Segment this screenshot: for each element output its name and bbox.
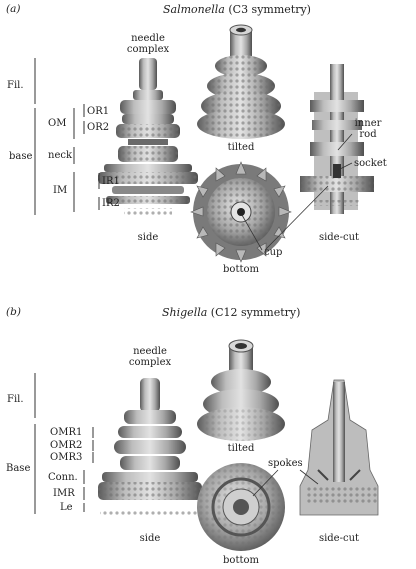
label-omr2: OMR2 <box>50 440 83 451</box>
label-im: IM <box>53 185 68 196</box>
label-or1: OR1 <box>87 106 110 117</box>
salmonella-brackets <box>34 58 100 215</box>
label-needle-b: needle <box>133 346 167 357</box>
shigella-bottom-render <box>197 463 285 551</box>
label-inner: inner <box>354 118 382 129</box>
shigella-sidecut-render <box>299 379 379 516</box>
label-socket: socket <box>354 158 387 169</box>
salmonella-pointers <box>241 133 353 251</box>
label-base-a: base <box>9 151 33 162</box>
label-omr3: OMR3 <box>50 452 83 463</box>
panel-a-organism: Salmonella <box>163 3 225 16</box>
shigella-side-render <box>98 378 202 516</box>
label-ir2: IR2 <box>102 198 120 209</box>
label-neck: neck <box>48 150 73 161</box>
shigella-brackets <box>34 373 94 514</box>
salmonella-sidecut-render <box>300 64 374 214</box>
label-imr: IMR <box>53 488 75 499</box>
label-rod: rod <box>359 129 377 140</box>
shigella-tilted-render <box>197 339 285 441</box>
label-complex-a: complex <box>126 44 170 55</box>
label-bottom-b: bottom <box>223 555 259 566</box>
label-tilted-a: tilted <box>227 142 255 153</box>
panel-b-letter: (b) <box>6 306 21 318</box>
label-tilted-b: tilted <box>227 443 255 454</box>
label-conn: Conn. <box>48 472 78 483</box>
panel-a-letter: (a) <box>6 3 21 15</box>
label-base-b: Base <box>6 463 31 474</box>
label-side-a: side <box>137 232 159 243</box>
shigella-pointers <box>252 469 319 497</box>
label-fil-b: Fil. <box>7 394 24 405</box>
label-complex-b: complex <box>128 357 172 368</box>
label-sidecut-b: side-cut <box>318 533 360 544</box>
panel-b-organism: Shigella <box>162 306 208 319</box>
label-spokes: spokes <box>268 458 303 469</box>
label-ir1: IR1 <box>102 176 120 187</box>
label-cup: cup <box>264 247 283 258</box>
label-bottom-a: bottom <box>223 264 259 275</box>
label-or2: OR2 <box>87 122 110 133</box>
panel-a-symmetry: (C3 symmetry) <box>224 3 311 16</box>
label-le: Le <box>60 502 73 513</box>
label-omr1: OMR1 <box>50 427 83 438</box>
label-fil-a: Fil. <box>7 80 24 91</box>
panel-b-symmetry: (C12 symmetry) <box>207 306 301 319</box>
label-needle-a: needle <box>131 33 165 44</box>
label-om: OM <box>48 118 67 129</box>
salmonella-side-render <box>98 58 198 215</box>
panel-b-title: Shigella (C12 symmetry) <box>162 307 300 318</box>
salmonella-bottom-render <box>190 161 292 263</box>
label-sidecut-a: side-cut <box>318 232 360 243</box>
salmonella-tilted-render <box>197 24 285 139</box>
panel-a-title: Salmonella (C3 symmetry) <box>163 4 311 15</box>
label-side-b: side <box>139 533 161 544</box>
